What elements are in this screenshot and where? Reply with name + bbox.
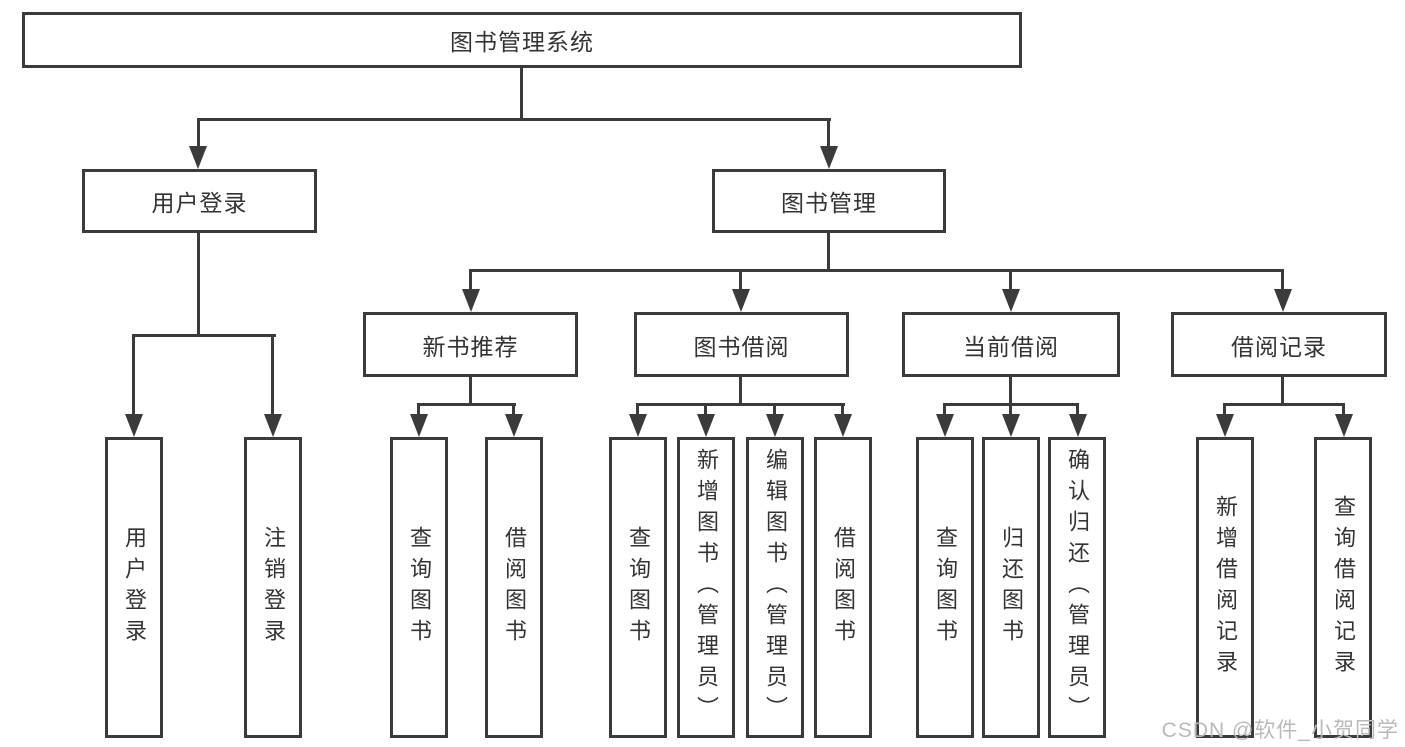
connector-line [636, 403, 639, 416]
leaf-label: 用户登录 [122, 525, 147, 650]
connector-line [417, 403, 420, 416]
connector-line [132, 334, 135, 416]
arrowhead-down-icon [189, 146, 207, 169]
connector-line [197, 233, 200, 336]
arrowhead-down-icon [732, 289, 750, 312]
connector-line [1223, 403, 1226, 416]
arrowhead-down-icon [1335, 414, 1353, 437]
connector-line [1342, 403, 1345, 416]
node-book-borrowing: 图书借阅 [634, 312, 849, 377]
arrowhead-down-icon [766, 414, 784, 437]
leaf-query-books-borrowing: 查询图书 [609, 437, 667, 738]
node-book-management: 图书管理 [712, 169, 946, 233]
connector-line [470, 269, 1284, 272]
leaf-borrow-books: 借阅图书 [814, 437, 872, 738]
leaf-label: 查询图书 [407, 525, 432, 650]
arrowhead-down-icon [1069, 414, 1087, 437]
connector-line [827, 233, 830, 271]
node-library-system: 图书管理系统 [22, 12, 1022, 68]
leaf-label: 借阅图书 [502, 525, 527, 650]
leaf-label: 新增借阅记录 [1213, 494, 1238, 681]
leaf-add-borrow-record: 新增借阅记录 [1196, 437, 1254, 738]
connector-line [1223, 403, 1345, 406]
leaf-label: 查询借阅记录 [1331, 494, 1356, 681]
arrowhead-down-icon [834, 414, 852, 437]
leaf-edit-book-admin: 编辑图书（管理员） [746, 437, 804, 738]
connector-line [841, 403, 844, 416]
connector-line [512, 403, 515, 416]
arrowhead-down-icon [936, 414, 954, 437]
node-current-borrowing: 当前借阅 [902, 312, 1120, 377]
connector-line [1009, 269, 1012, 291]
arrowhead-down-icon [1216, 414, 1234, 437]
leaf-query-borrow-record: 查询借阅记录 [1314, 437, 1372, 738]
node-new-book-recommend: 新书推荐 [363, 312, 578, 377]
leaf-borrow-books-recommend: 借阅图书 [485, 437, 543, 738]
connector-line [1281, 377, 1284, 405]
connector-line [636, 403, 845, 406]
connector-line [739, 377, 742, 405]
connector-line [197, 118, 200, 148]
leaf-return-book: 归还图书 [982, 437, 1040, 738]
leaf-label: 归还图书 [999, 525, 1024, 650]
arrowhead-down-icon [1002, 414, 1020, 437]
watermark: CSDN @软件_小贺同学 [1161, 719, 1399, 742]
arrowhead-down-icon [462, 289, 480, 312]
leaf-label: 注销登录 [261, 525, 286, 650]
arrowhead-down-icon [629, 414, 647, 437]
leaf-label: 借阅图书 [831, 525, 856, 650]
arrowhead-down-icon [125, 414, 143, 437]
connector-line [1076, 403, 1079, 416]
leaf-query-books-current: 查询图书 [916, 437, 974, 738]
leaf-confirm-return-admin: 确认归还（管理员） [1048, 437, 1106, 738]
connector-line [469, 377, 472, 405]
leaf-label: 查询图书 [933, 525, 958, 650]
leaf-label: 查询图书 [626, 525, 651, 650]
leaf-user-login: 用户登录 [105, 437, 163, 738]
connector-line [271, 334, 274, 416]
arrowhead-down-icon [697, 414, 715, 437]
connector-line [704, 403, 707, 416]
connector-line [520, 68, 523, 120]
arrowhead-down-icon [410, 414, 428, 437]
connector-line [773, 403, 776, 416]
connector-line [133, 334, 276, 337]
connector-line [417, 403, 516, 406]
connector-line [197, 118, 831, 121]
leaf-label: 确认归还（管理员） [1065, 448, 1090, 727]
arrowhead-down-icon [1002, 289, 1020, 312]
connector-line [827, 118, 830, 148]
arrowhead-down-icon [505, 414, 523, 437]
arrowhead-down-icon [1274, 289, 1292, 312]
leaf-label: 新增图书（管理员） [694, 448, 719, 727]
node-user-login: 用户登录 [82, 169, 317, 233]
connector-line [469, 269, 472, 291]
leaf-query-books-recommend: 查询图书 [390, 437, 448, 738]
connector-line [1009, 403, 1012, 416]
leaf-add-book-admin: 新增图书（管理员） [677, 437, 735, 738]
connector-line [943, 403, 946, 416]
connector-line [1009, 377, 1012, 405]
leaf-logout: 注销登录 [244, 437, 302, 738]
connector-line [739, 269, 742, 291]
arrowhead-down-icon [820, 146, 838, 169]
node-borrow-records: 借阅记录 [1171, 312, 1387, 377]
leaf-label: 编辑图书（管理员） [763, 448, 788, 727]
connector-line [1281, 269, 1284, 291]
arrowhead-down-icon [264, 414, 282, 437]
